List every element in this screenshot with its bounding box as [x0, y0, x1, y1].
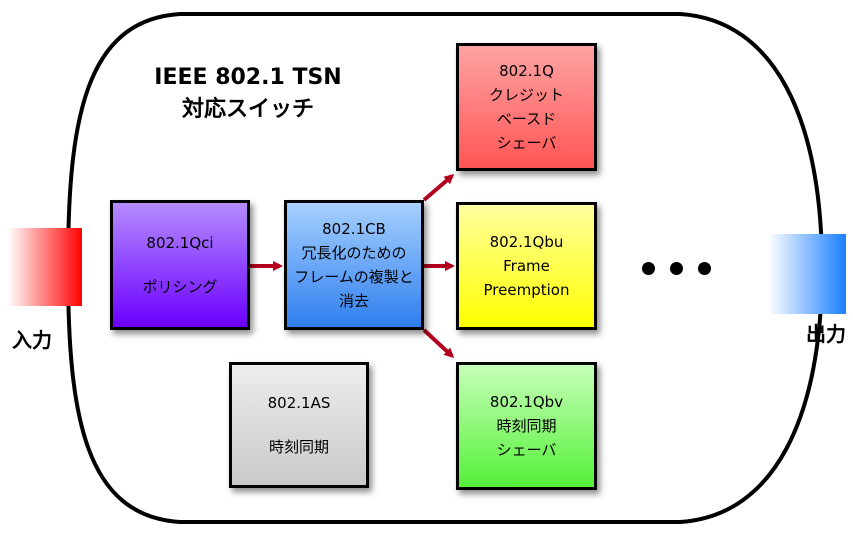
box-802-1cb-desc-1: 冗長化のための [301, 244, 407, 262]
box-802-1qbu-desc-2: Preemption [483, 281, 570, 299]
ellipsis-dot [642, 262, 655, 275]
box-802-1qci-id: 802.1Qci [146, 234, 214, 252]
box-802-1cb: 802.1CB 冗長化のための フレームの複製と 消去 [284, 200, 424, 330]
box-802-1qci: 802.1Qci ポリシング [110, 200, 250, 330]
box-802-1qbv-desc-2: シェーバ [496, 441, 557, 459]
box-802-1q-desc-3: シェーバ [496, 134, 557, 152]
box-802-1cb-desc-2: フレームの複製と [294, 268, 414, 286]
output-label: 出力 [806, 322, 846, 346]
box-802-1qbv-desc-1: 時刻同期 [496, 417, 557, 435]
box-802-1qci-desc: ポリシング [142, 278, 218, 296]
box-802-1qbu-id: 802.1Qbu [489, 233, 564, 251]
box-802-1cb-desc-3: 消去 [338, 292, 369, 310]
arrow-cb-to-qbv [422, 328, 455, 359]
box-802-1q-desc-2: ベースド [496, 110, 557, 128]
box-802-1as-id: 802.1AS [267, 394, 331, 412]
box-802-1qbu-desc-1: Frame [503, 257, 550, 275]
box-802-1qbv-id: 802.1Qbv [489, 393, 564, 411]
box-802-1q: 802.1Q クレジット ベースド シェーバ [456, 43, 597, 171]
box-802-1q-desc-1: クレジット [488, 86, 564, 104]
box-802-1cb-id: 802.1CB [322, 220, 386, 238]
box-802-1as: 802.1AS 時刻同期 [229, 362, 369, 488]
switch-title-line1: IEEE 802.1 TSN [154, 65, 342, 90]
box-802-1as-desc: 時刻同期 [268, 438, 329, 456]
box-802-1q-id: 802.1Q [499, 62, 554, 80]
input-bar [8, 228, 82, 306]
output-bar [768, 234, 846, 314]
input-label: 入力 [12, 328, 52, 352]
switch-title: IEEE 802.1 TSN 対応スイッチ [148, 62, 348, 126]
switch-title-line2: 対応スイッチ [181, 97, 314, 122]
ellipsis-dot [698, 262, 711, 275]
ellipsis-dot [670, 262, 683, 275]
arrow-cb-to-q [422, 174, 455, 202]
box-802-1qbv: 802.1Qbv 時刻同期 シェーバ [456, 362, 597, 490]
box-802-1qbu: 802.1Qbu Frame Preemption [456, 202, 597, 330]
